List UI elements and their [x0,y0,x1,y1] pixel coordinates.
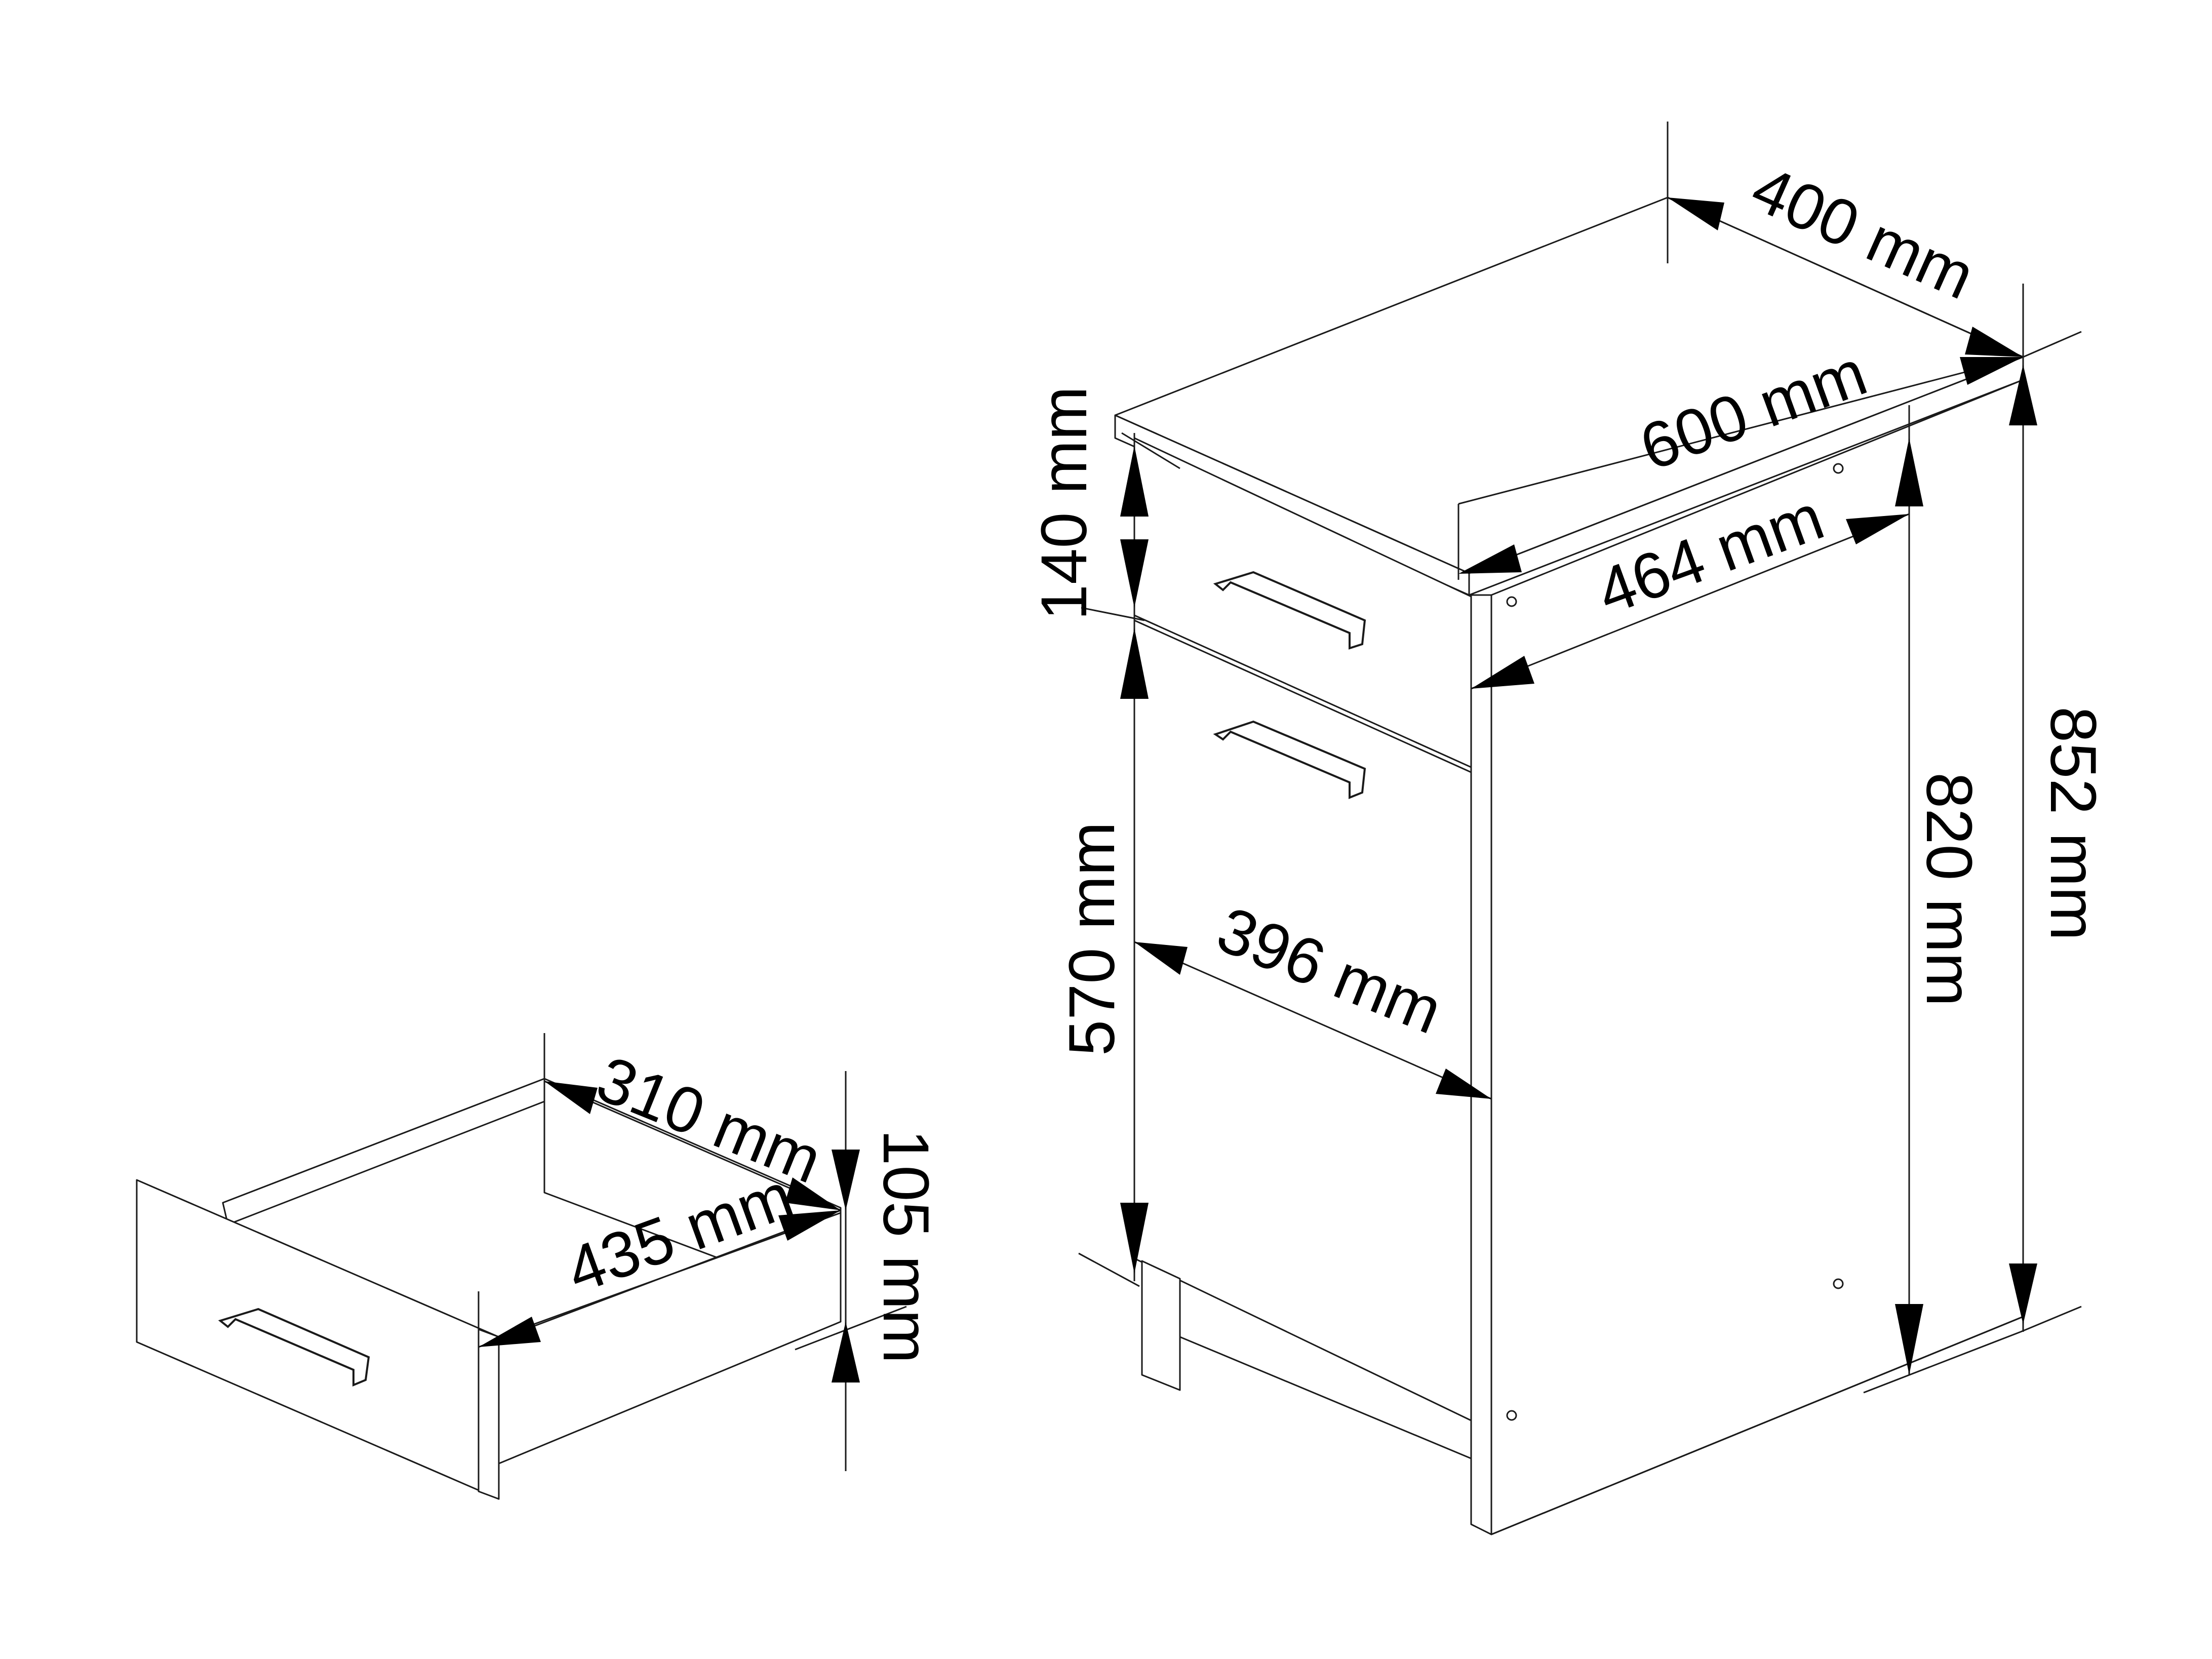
arrow-width-start [1458,544,1522,574]
door-handle [1213,720,1366,799]
arrow-body-h-top [1895,438,1923,506]
arrow-depth-start [1668,198,1724,230]
arrow-inner-start [1471,656,1534,689]
arrow-drawer-h-bottom [1120,539,1149,608]
side-panel-screw-3 [1833,1278,1844,1289]
cabinet [1114,196,2024,1535]
arrow-drawer-width-end [778,1210,841,1241]
label-top-drawer-height: 140 mm [1028,386,1100,620]
arrow-door-h-bottom [1120,1203,1149,1274]
arrow-drawer-height-top [832,1150,860,1210]
arrow-inner-end [1846,514,1909,544]
label-door-height: 570 mm [1056,822,1128,1056]
arrow-total-h-top [2009,365,2037,425]
drawer-front-edge [478,1328,500,1500]
arrow-depth-end [1965,327,2023,357]
arrow-door-w-end [1436,1069,1491,1099]
arrow-drawer-width-start [479,1317,541,1347]
arrow-width-end [1960,357,2023,385]
arrow-drawer-depth-end [785,1177,841,1210]
side-panel-screw-2 [1506,596,1517,607]
drawer [136,1078,842,1500]
side-panel-screw-4 [1506,1410,1517,1421]
cabinet-base-line [1491,1316,2024,1535]
label-body-height: 820 mm [1913,772,1985,1006]
arrow-total-h-bottom [2009,1263,2037,1324]
arrow-drawer-h-top [1120,446,1149,517]
arrow-drawer-depth-start [544,1081,598,1114]
arrow-door-w-start [1134,942,1188,975]
cabinet-plinth-line [1179,1336,1472,1459]
label-total-height: 852 mm [2037,706,2109,940]
arrow-body-h-bottom [1895,1304,1923,1375]
arrow-drawer-height-bottom [832,1322,860,1382]
label-drawer-height: 105 mm [870,1129,942,1363]
arrow-door-h-top [1120,628,1149,699]
top-drawer-handle [1213,571,1366,650]
drawer-handle [218,1308,370,1387]
side-panel-screw-1 [1833,463,1844,474]
cabinet-leg [1141,1260,1181,1391]
cabinet-front-edge [1470,594,1492,1535]
